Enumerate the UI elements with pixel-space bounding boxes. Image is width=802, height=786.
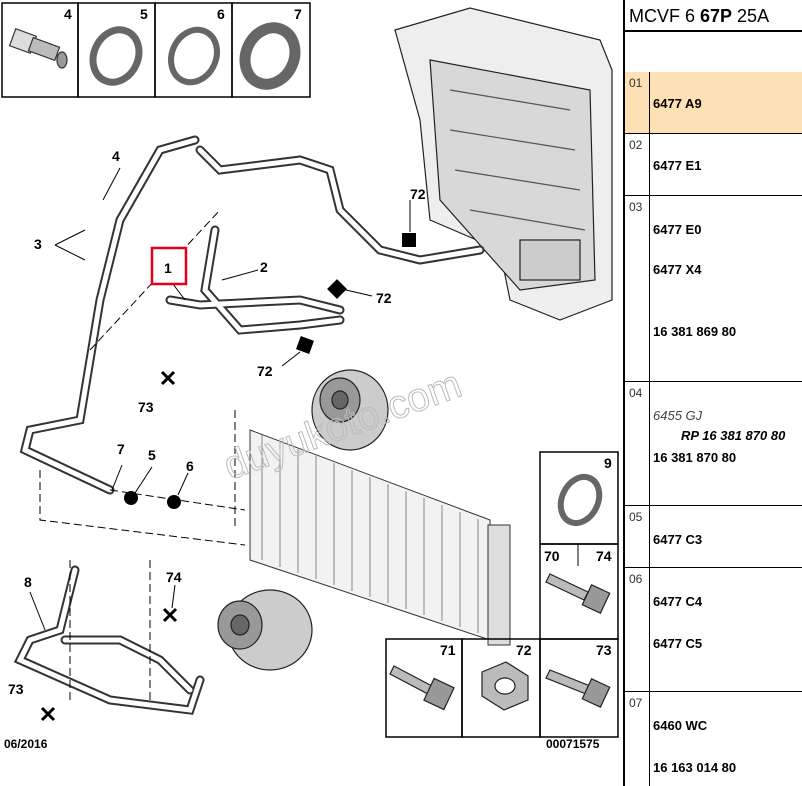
inset-label-9: 9	[604, 455, 612, 471]
callout-73-b[interactable]: 73	[8, 681, 24, 697]
callout-8[interactable]: 8	[24, 574, 32, 590]
o-ring-icon	[89, 22, 301, 90]
inset-label-71: 71	[440, 642, 456, 658]
callout-72-b[interactable]: 72	[376, 290, 392, 306]
diagram-date: 06/2016	[4, 737, 48, 751]
inset-label-73: 73	[596, 642, 612, 658]
panel-header-blank	[625, 32, 802, 74]
callout-3[interactable]: 3	[34, 236, 42, 252]
box-label-5: 5	[140, 6, 148, 22]
top-part-boxes	[1, 2, 311, 98]
ac-hose-inner	[16, 137, 483, 713]
pressure-switch-icon	[8, 28, 68, 69]
inset-label-70: 70	[544, 548, 560, 564]
clip-icon	[40, 370, 178, 722]
callout-74[interactable]: 74	[166, 569, 182, 585]
callout-5[interactable]: 5	[148, 447, 156, 463]
callout-72-a[interactable]: 72	[410, 186, 426, 202]
part-row-01[interactable]: 01 6477 A9	[625, 72, 802, 134]
callout-1[interactable]: 1	[164, 260, 172, 276]
box-label-4: 4	[64, 6, 72, 22]
compressor-icon	[217, 369, 389, 671]
callout-73-a[interactable]: 73	[138, 399, 154, 415]
part-row-03[interactable]: 03 6477 E0 6477 X4 16 381 869 80	[625, 196, 802, 382]
box-label-6: 6	[217, 6, 225, 22]
dashed-guides	[39, 209, 246, 700]
part-row-07[interactable]: 07 6460 WC 16 163 014 80	[625, 692, 802, 786]
hvac-housing-icon	[394, 7, 613, 321]
callout-6[interactable]: 6	[186, 458, 194, 474]
callout-4[interactable]: 4	[112, 148, 120, 164]
part-markers	[124, 233, 416, 509]
panel-title: MCVF 6 67P 25A	[625, 0, 802, 32]
diagram-ref: 00071575	[546, 737, 600, 751]
condenser-icon	[249, 429, 511, 646]
parts-panel: MCVF 6 67P 25A 01 6477 A9 02 6477 E1 03 …	[623, 0, 802, 786]
callout-72-c[interactable]: 72	[257, 363, 273, 379]
inset-label-74: 74	[596, 548, 612, 564]
bolt-icon	[389, 573, 611, 711]
callout-7[interactable]: 7	[117, 441, 125, 457]
inset-label-72: 72	[516, 642, 532, 658]
inset-part-boxes	[385, 451, 619, 738]
highlight-callout-box[interactable]	[150, 246, 188, 286]
parts-diagram: 4 5 6 7	[1, 2, 619, 751]
box-label-7: 7	[294, 6, 302, 22]
part-row-05[interactable]: 05 6477 C3	[625, 506, 802, 568]
part-row-04[interactable]: 04 6455 GJ RP 16 381 870 80 16 381 870 8…	[625, 382, 802, 506]
leader-lines	[29, 167, 411, 631]
part-row-06[interactable]: 06 6477 C4 6477 C5	[625, 568, 802, 692]
part-row-02[interactable]: 02 6477 E1	[625, 134, 802, 196]
callout-2[interactable]: 2	[260, 259, 268, 275]
o-ring-icon	[557, 473, 603, 527]
nut-icon	[481, 661, 529, 711]
